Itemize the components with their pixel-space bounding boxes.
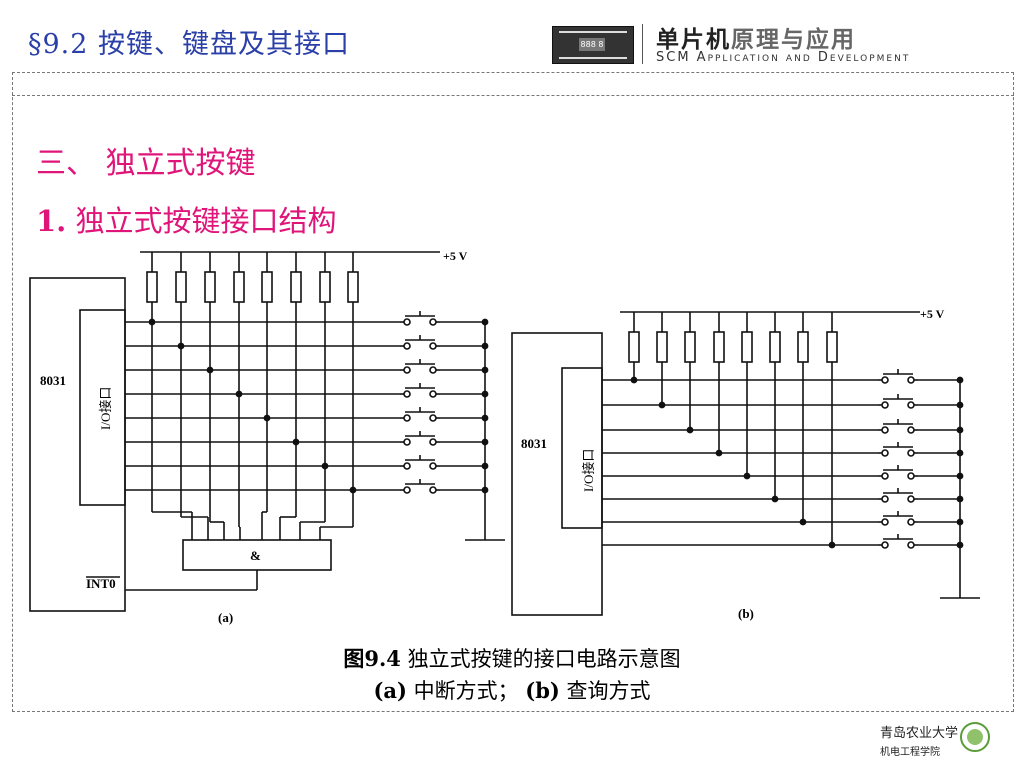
- key-switch-a-2-contact-r: [429, 366, 437, 374]
- footer-college-name: 机电工程学院: [880, 747, 940, 758]
- resistor-b-5: [769, 331, 781, 363]
- header-separator: [642, 24, 643, 64]
- panel-label-a: (a): [218, 610, 233, 625]
- gate-label-a: &: [250, 548, 261, 563]
- key-switch-a-7-contact-l: [403, 486, 411, 494]
- caption-part-b: (b): [525, 678, 560, 703]
- supply-label-b: +5 V: [920, 307, 945, 321]
- school-emblem-icon: [960, 722, 990, 752]
- key-switch-a-3-contact-l: [403, 390, 411, 398]
- brand-title: 单片机原理与应用: [656, 20, 856, 54]
- io-label-a: I/O接口: [98, 387, 113, 430]
- key-switch-b-3-contact-r: [907, 449, 915, 457]
- key-switch-a-0-contact-r: [429, 318, 437, 326]
- chip-label-b: 8031: [521, 436, 547, 451]
- key-switch-b-4-contact-r: [907, 472, 915, 480]
- chip-logo-icon: 888 8: [552, 26, 634, 64]
- brand-title-strong: 单片机: [656, 27, 731, 53]
- footer-school-name: 青岛农业大学: [880, 726, 959, 741]
- io-port-a: [79, 309, 126, 506]
- resistor-b-4: [741, 331, 753, 363]
- panel-label-b: (b): [738, 606, 754, 621]
- key-switch-b-1-contact-r: [907, 401, 915, 409]
- brand-title-light: 原理与应用: [731, 27, 856, 53]
- chip-logo-label: 888 8: [579, 38, 605, 51]
- key-switch-b-0-contact-l: [881, 376, 889, 384]
- key-switch-b-2-contact-r: [907, 426, 915, 434]
- io-port-b: [561, 367, 603, 529]
- key-switch-a-5-contact-l: [403, 438, 411, 446]
- resistor-a-5: [290, 271, 302, 303]
- key-switch-a-7-contact-r: [429, 486, 437, 494]
- resistor-a-7: [347, 271, 359, 303]
- key-switch-b-2-contact-l: [881, 426, 889, 434]
- chip-label-a: 8031: [40, 373, 66, 388]
- supply-label-a: +5 V: [443, 249, 468, 263]
- key-switch-a-6-contact-l: [403, 462, 411, 470]
- resistor-a-1: [175, 271, 187, 303]
- sub-title: 1. 独立式按键接口结构: [36, 198, 337, 240]
- figure-caption-line2: (a) 中断方式； (b) 查询方式: [0, 675, 1024, 705]
- key-switch-a-4-contact-r: [429, 414, 437, 422]
- sub-title-number: 1.: [36, 204, 67, 238]
- circuit-labels-b: 8031 I/O接口 +5 V (b): [521, 307, 945, 621]
- resistor-a-4: [261, 271, 273, 303]
- resistor-b-1: [656, 331, 668, 363]
- key-switch-b-3-contact-l: [881, 449, 889, 457]
- key-switch-b-7-contact-l: [881, 541, 889, 549]
- key-switch-b-6-contact-r: [907, 518, 915, 526]
- resistor-b-3: [713, 331, 725, 363]
- brand-subtitle: SCM Application and Development: [656, 50, 911, 65]
- resistor-b-7: [826, 331, 838, 363]
- io-label-b: I/O接口: [581, 449, 596, 492]
- caption-part-a: (a): [373, 678, 407, 703]
- key-switch-b-5-contact-r: [907, 495, 915, 503]
- key-switch-b-7-contact-r: [907, 541, 915, 549]
- circuit-panel-a: [29, 251, 505, 612]
- key-switch-b-6-contact-l: [881, 518, 889, 526]
- chip-8031-a: [29, 277, 126, 612]
- figure-caption-line1: 图9.4 独立式按键的接口电路示意图: [0, 643, 1024, 673]
- resistor-b-0: [628, 331, 640, 363]
- header-rule: [12, 95, 1014, 96]
- key-switch-a-0-contact-l: [403, 318, 411, 326]
- key-switch-a-1-contact-l: [403, 342, 411, 350]
- key-switch-a-1-contact-r: [429, 342, 437, 350]
- figure-caption-text: 独立式按键的接口电路示意图: [407, 647, 681, 671]
- key-switch-a-4-contact-l: [403, 414, 411, 422]
- footer-school-logo: 青岛农业大学 机电工程学院: [880, 722, 958, 758]
- key-switch-a-6-contact-r: [429, 462, 437, 470]
- resistor-a-2: [204, 271, 216, 303]
- key-switch-b-1-contact-l: [881, 401, 889, 409]
- figure-number: 图9.4: [343, 646, 401, 671]
- resistor-a-3: [233, 271, 245, 303]
- sub-title-text: 独立式按键接口结构: [75, 204, 337, 238]
- key-switch-b-4-contact-l: [881, 472, 889, 480]
- content-frame: [12, 72, 1014, 712]
- header-title: §9.2 按键、键盘及其接口: [28, 29, 351, 60]
- resistor-a-0: [146, 271, 158, 303]
- circuit-panel-b: [511, 311, 980, 616]
- resistor-b-6: [797, 331, 809, 363]
- section-title: 三、 独立式按键: [36, 146, 256, 181]
- resistor-b-2: [684, 331, 696, 363]
- caption-part-b-text: 查询方式: [566, 679, 651, 703]
- int-label-a: INT0: [86, 576, 116, 591]
- key-switch-b-0-contact-r: [907, 376, 915, 384]
- key-switch-b-5-contact-l: [881, 495, 889, 503]
- resistor-a-6: [319, 271, 331, 303]
- key-switch-a-5-contact-r: [429, 438, 437, 446]
- caption-part-a-text: 中断方式；: [413, 679, 519, 703]
- key-switch-a-3-contact-r: [429, 390, 437, 398]
- circuit-labels-a: 8031 I/O接口 INT0 & +5 V (a): [40, 249, 468, 625]
- key-switch-a-2-contact-l: [403, 366, 411, 374]
